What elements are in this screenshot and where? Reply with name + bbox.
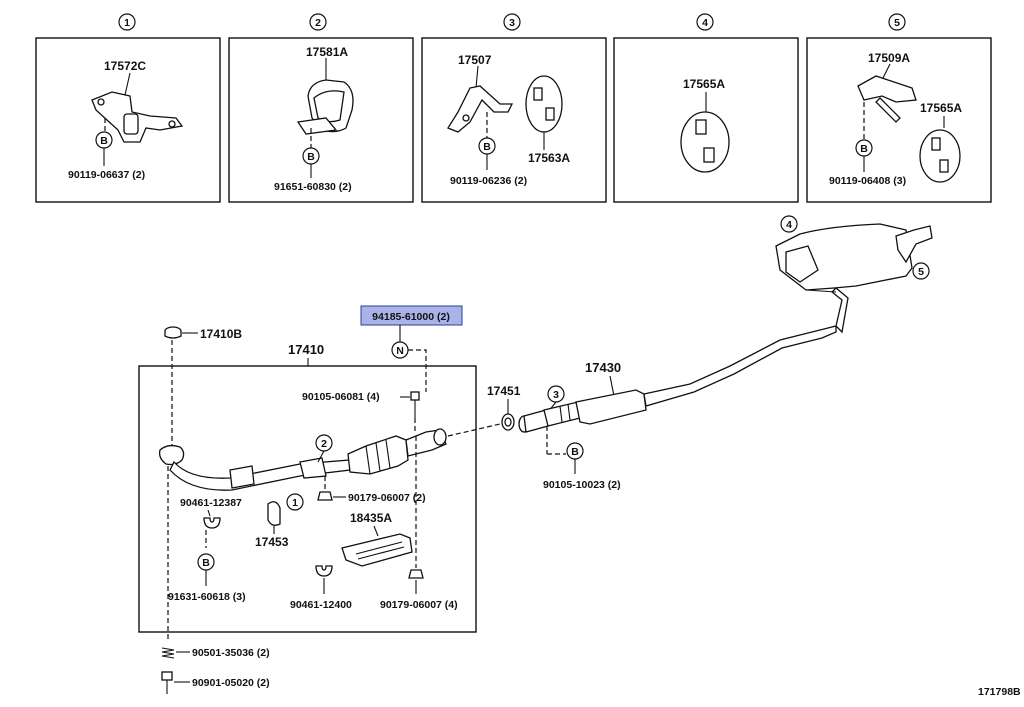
- part-label-90501-35036: 90501-35036 (2): [192, 647, 270, 659]
- part-label-17410: 17410: [288, 342, 324, 357]
- highlighted-part-label-box[interactable]: [360, 305, 463, 326]
- front-pipe-drawing: [158, 428, 447, 491]
- callout-4-muffler: 4: [780, 215, 798, 233]
- bracket-17509a-drawing: [857, 75, 917, 123]
- cushion-17565a-drawing: [680, 111, 730, 173]
- cushion-17453-drawing: [267, 501, 281, 526]
- callout-5-muffler: 5: [912, 262, 930, 280]
- callout-n: N: [391, 341, 409, 359]
- nut-90179-06007-a-drawing: [317, 491, 333, 501]
- part-label-90461-12400: 90461-12400: [290, 599, 352, 611]
- svg-text:B: B: [202, 557, 210, 569]
- svg-text:4: 4: [786, 219, 792, 231]
- muffler-drawing: [775, 223, 933, 293]
- cushion-17565a-inset5-drawing: [919, 129, 961, 183]
- part-label-17572c: 17572C: [104, 59, 146, 73]
- callout-b-inset2: B: [302, 147, 320, 165]
- hanger-17581a-drawing: [296, 79, 354, 135]
- part-label-17453: 17453: [255, 535, 289, 549]
- svg-text:1: 1: [124, 17, 130, 29]
- callout-b-main-right: B: [566, 442, 584, 460]
- svg-text:1: 1: [292, 497, 298, 509]
- svg-text:B: B: [860, 143, 868, 155]
- part-label-90179-06007-b: 90179-06007 (4): [380, 599, 458, 611]
- part-label-17507: 17507: [458, 53, 492, 67]
- inset-number-5: 5: [888, 13, 906, 31]
- svg-text:2: 2: [315, 17, 321, 29]
- svg-text:3: 3: [509, 17, 515, 29]
- svg-text:4: 4: [702, 17, 708, 29]
- callout-b-inset3: B: [478, 137, 496, 155]
- callout-b-inset5: B: [855, 139, 873, 157]
- part-label-17565a-inset4: 17565A: [683, 77, 725, 91]
- part-label-18435a: 18435A: [350, 511, 392, 525]
- svg-text:N: N: [396, 345, 404, 357]
- svg-text:5: 5: [918, 266, 924, 278]
- part-label-90901-05020: 90901-05020 (2): [192, 677, 270, 689]
- svg-text:B: B: [307, 151, 315, 163]
- svg-text:3: 3: [553, 389, 559, 401]
- part-label-90119-06236: 90119-06236 (2): [450, 175, 527, 187]
- part-label-90105-06081: 90105-06081 (4): [302, 391, 380, 403]
- callout-b-inset1: B: [95, 131, 113, 149]
- inset-number-3: 3: [503, 13, 521, 31]
- cushion-17563a-drawing: [525, 75, 563, 133]
- callout-1-main: 1: [286, 493, 304, 511]
- part-label-17581a: 17581A: [306, 45, 348, 59]
- part-label-17563a: 17563A: [528, 151, 570, 165]
- nut-90179-06007-b-drawing: [408, 569, 424, 579]
- bracket-17572c-drawing: [91, 91, 184, 143]
- part-label-91631-60618: 91631-60618 (3): [168, 591, 246, 603]
- clamp-90461-12400-drawing: [315, 565, 333, 577]
- gasket-17410b-drawing: [164, 326, 182, 339]
- callout-3-center-pipe: 3: [547, 385, 565, 403]
- callout-2-front-pipe: 2: [315, 434, 333, 452]
- assembly-box-17410: [138, 365, 477, 633]
- part-label-17410b: 17410B: [200, 327, 242, 341]
- bolt-90105-06081-drawing: [410, 391, 420, 418]
- part-label-90119-06637: 90119-06637 (2): [68, 169, 145, 181]
- figure-id: 171798B: [978, 686, 1021, 698]
- part-label-17451: 17451: [487, 384, 521, 398]
- part-label-17565a-inset5: 17565A: [920, 101, 962, 115]
- part-label-90119-06408: 90119-06408 (3): [829, 175, 906, 187]
- part-label-90105-10023: 90105-10023 (2): [543, 479, 621, 491]
- heat-insulator-18435a-drawing: [341, 533, 413, 567]
- inset-number-4: 4: [696, 13, 714, 31]
- svg-text:B: B: [100, 135, 108, 147]
- part-label-17509a: 17509A: [868, 51, 910, 65]
- part-label-90461-12387: 90461-12387: [180, 497, 242, 509]
- clamp-90461-12387-drawing: [203, 517, 221, 529]
- svg-text:2: 2: [321, 438, 327, 450]
- part-label-90179-06007-a: 90179-06007 (2): [348, 492, 426, 504]
- part-label-91651-60830: 91651-60830 (2): [274, 181, 352, 193]
- callout-b-main-left: B: [197, 553, 215, 571]
- inset-number-1: 1: [118, 13, 136, 31]
- spring-90501-35036-drawing: [161, 647, 175, 659]
- svg-text:B: B: [571, 446, 579, 458]
- inset-box-5: [806, 37, 992, 203]
- part-label-17430: 17430: [585, 360, 621, 375]
- svg-text:5: 5: [894, 17, 900, 29]
- gasket-17451-drawing: [501, 413, 515, 431]
- part-label-94185-61000[interactable]: 94185-61000 (2): [372, 311, 450, 323]
- inset-number-2: 2: [309, 13, 327, 31]
- bolt-90901-05020-drawing: [161, 671, 173, 694]
- svg-text:B: B: [483, 141, 491, 153]
- center-pipe-17430-drawing: [518, 287, 849, 433]
- bracket-17507-drawing: [447, 85, 514, 133]
